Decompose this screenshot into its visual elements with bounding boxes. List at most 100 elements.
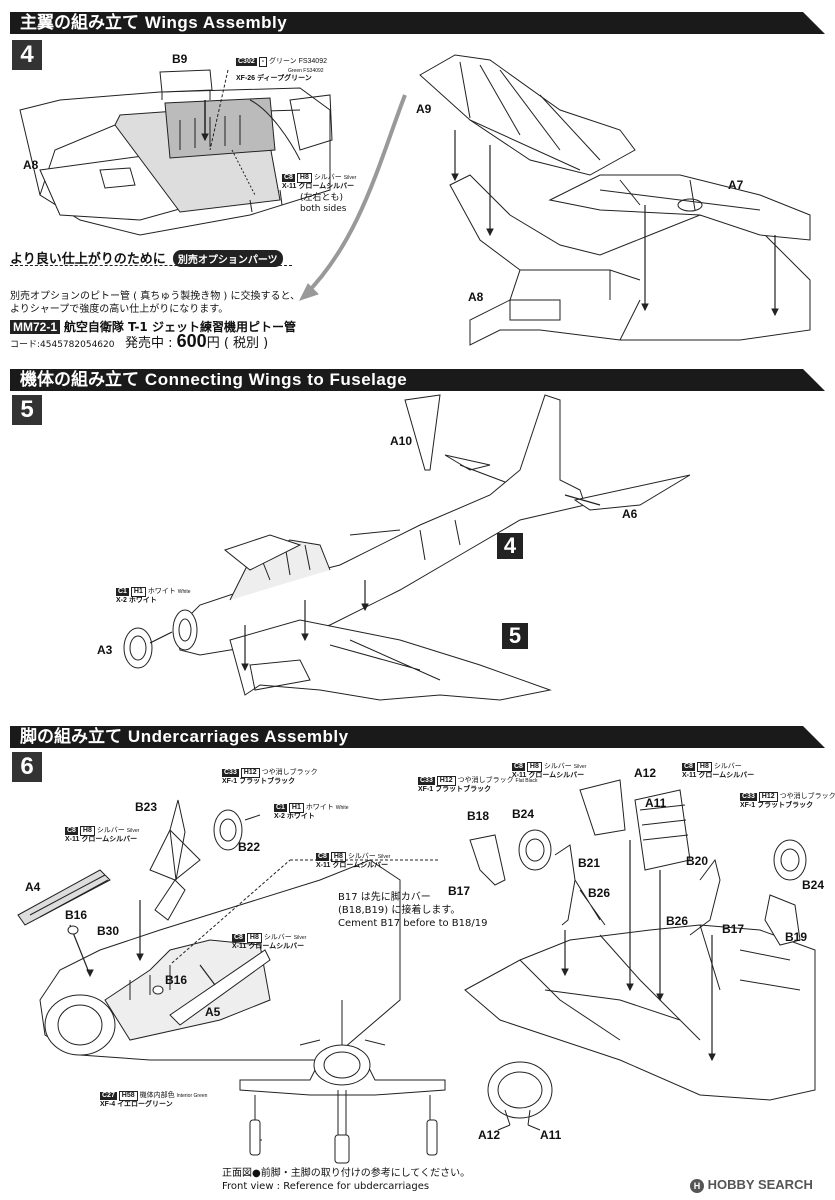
paint-code: C8 — [316, 853, 329, 861]
paint-callout-flat-black: C33 H12 つや消しブラック Flat Black XF-1 フラットブラッ… — [418, 776, 538, 794]
paint-code: C8 — [682, 763, 695, 771]
paint-name-jp: ホワイト — [147, 588, 176, 595]
paint-xf: XF-26 ディープグリーン — [236, 75, 312, 82]
paint-name-en: White — [177, 589, 191, 595]
paint-name-jp: シルバー — [263, 934, 292, 941]
paint-xf: X-2 ホワイト — [116, 597, 157, 604]
paint-callout-interior-green: C27 H58 機体内部色 Interior Green XF-4 イエローグリ… — [100, 1091, 207, 1109]
step-reference-5: 5 — [502, 623, 528, 649]
part-label-b30: B30 — [97, 924, 120, 938]
part-label-b16: B16 — [65, 908, 88, 922]
part-label-a4: A4 — [25, 880, 41, 894]
paint-name-jp: シルバー — [347, 853, 376, 860]
paint-code: C8 — [232, 934, 245, 942]
part-label-a8: A8 — [23, 158, 39, 172]
step-number-4: 4 — [12, 40, 42, 70]
part-label-b24: B24 — [512, 807, 535, 821]
paint-code: C33 — [418, 777, 435, 785]
paint-code: C8 — [282, 174, 295, 182]
paint-code: H12 — [436, 776, 456, 786]
paint-name-jp: シルバー — [96, 827, 125, 834]
paint-code: C33 — [740, 793, 757, 801]
both-sides-jp: (左右とも) — [300, 193, 344, 203]
option-description: 別売オプションのピトー管 ( 真ちゅう製挽き物 ) に交換すると、 よりシャープ… — [10, 290, 300, 316]
paint-xf: XF-1 フラットブラック — [740, 802, 814, 809]
front-view-drawing — [239, 1000, 446, 1164]
front-view-note: 正面図●前脚・主脚の取り付けの参考にしてください。 Front view : R… — [222, 1167, 470, 1193]
paint-code: H12 — [240, 768, 260, 778]
paint-code: H8 — [330, 852, 346, 862]
part-label-b23: B23 — [135, 800, 158, 814]
paint-xf: X-11 クロームシルバー — [316, 862, 389, 869]
nose-gear-drawing — [17, 799, 440, 1061]
paint-name-jp: シルバー — [543, 763, 572, 770]
option-desc-line: 別売オプションのピトー管 ( 真ちゅう製挽き物 ) に交換すると、 — [10, 291, 301, 302]
paint-name-jp: シルバー — [313, 174, 342, 181]
paint-code: C1 — [116, 588, 129, 596]
paint-name-en: Green FS34092 — [288, 68, 324, 74]
option-badge: 別売オプションパーツ — [172, 250, 283, 267]
flow-arrow — [303, 94, 407, 297]
part-label-b26: B26 — [588, 886, 611, 900]
cement-note: B17 は先に脚カバー (B18,B19) に接着します。 Cement B17… — [338, 891, 488, 930]
part-label-b20: B20 — [686, 854, 709, 868]
paint-code: H8 — [696, 762, 712, 772]
paint-code: H12 — [758, 792, 778, 802]
paint-xf: X-11 クロームシルバー — [282, 183, 355, 190]
paint-callout-silver: C8 H8 シルバー Silver X-11 クロームシルバー — [232, 933, 306, 951]
paint-name-jp: つや消しブラック — [261, 769, 318, 776]
paint-callout-silver: C8 H8 シルバー X-11 クロームシルバー — [682, 762, 754, 780]
part-label-b16: B16 — [165, 973, 188, 987]
paint-code: H1 — [288, 803, 304, 813]
fuselage-drawing — [123, 394, 691, 701]
paint-name-en: Flat Black — [515, 778, 538, 784]
paint-xf: XF-4 イエローグリーン — [100, 1101, 173, 1108]
option-parts-box: より良い仕上がりのために 別売オプションパーツ — [10, 248, 300, 267]
part-label-a5: A5 — [205, 1005, 221, 1019]
part-label-a3: A3 — [97, 643, 113, 657]
option-price-prefix: 発売中 : — [125, 336, 173, 351]
paint-name-en: Silver — [126, 828, 140, 834]
paint-code: H8 — [246, 933, 262, 943]
paint-code: H8 — [79, 826, 95, 836]
paint-name-jp: ホワイト — [305, 804, 334, 811]
section-title-jp: 主翼の組み立て — [20, 13, 139, 33]
paint-code: H1 — [130, 587, 146, 597]
paint-xf: XF-1 フラットブラック — [418, 786, 492, 793]
paint-name-en: Silver — [377, 854, 391, 860]
paint-name-jp: 機体内部色 — [139, 1092, 175, 1099]
hobby-search-logo-icon: H — [690, 1178, 704, 1193]
part-label-b22: B22 — [238, 840, 261, 854]
paint-code: C1 — [274, 804, 287, 812]
part-label-b17: B17 — [448, 884, 471, 898]
paint-xf: XF-1 フラットブラック — [222, 778, 296, 785]
option-heading: より良い仕上がりのために — [10, 252, 166, 267]
paint-xf: X-11 クロームシルバー — [65, 836, 138, 843]
paint-code: C33 — [222, 769, 239, 777]
watermark-text: HOBBY SEARCH — [707, 1177, 813, 1192]
cement-note-jp: B17 は先に脚カバー — [338, 892, 431, 903]
paint-name-en: Silver — [573, 764, 587, 770]
section-title-en: Wings Assembly — [144, 13, 288, 32]
section-header-wings: 主翼の組み立て Wings Assembly — [10, 12, 825, 34]
paint-callout-flat-black: C33 H12 つや消しブラック Flat Black XF-1 フラットブラッ… — [740, 792, 835, 810]
part-label-a6: A6 — [622, 507, 638, 521]
step-number-5: 5 — [12, 395, 42, 425]
paint-xf: X-11 クロームシルバー — [512, 772, 585, 779]
option-divider — [10, 265, 292, 267]
both-sides-note: (左右とも) both sides — [300, 193, 346, 215]
section-title-jp: 脚の組み立て — [20, 727, 122, 747]
part-label-a8: A8 — [468, 290, 484, 304]
option-desc-line: よりシャープで強度の高い仕上がりになります。 — [10, 304, 229, 315]
part-label-b26: B26 — [666, 914, 689, 928]
option-product: MM72-1 航空自衛隊 T-1 ジェット練習機用ピトー管 — [10, 318, 296, 335]
paint-code: H8 — [296, 173, 312, 183]
option-jan: コード:4545782054620 — [10, 340, 115, 350]
main-gear-drawing — [464, 779, 816, 1131]
paint-code: - — [258, 57, 268, 67]
section-header-connect: 機体の組み立て Connecting Wings to Fuselage — [10, 369, 825, 391]
front-view-note-en: Front view : Reference for ubdercarriage… — [222, 1181, 430, 1192]
paint-name-jp: つや消しブラック — [779, 793, 835, 800]
part-label-b21: B21 — [578, 856, 601, 870]
